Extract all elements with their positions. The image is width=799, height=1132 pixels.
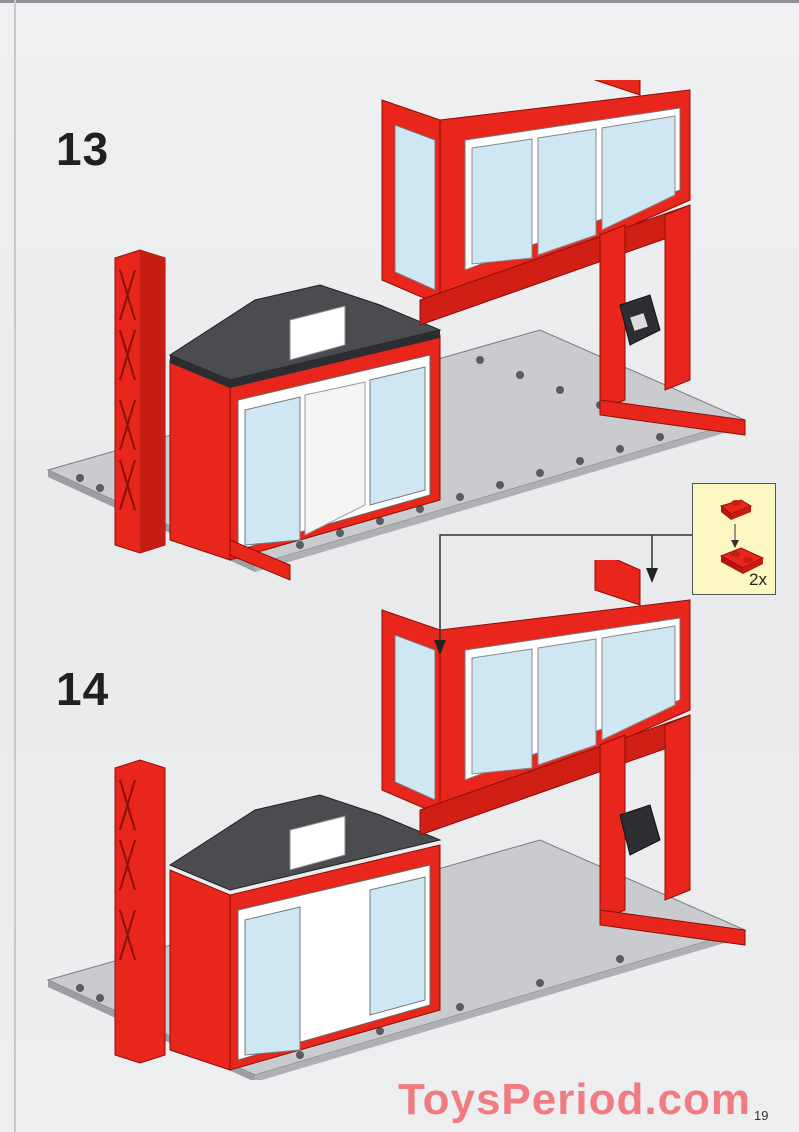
red-beam-front xyxy=(599,399,746,436)
step-14-model-illustration xyxy=(46,560,747,1080)
step-13-model-illustration xyxy=(46,80,747,581)
parts-callout-box: 2x xyxy=(692,483,776,595)
ground-building xyxy=(168,284,442,581)
page-top-edge xyxy=(0,0,799,3)
step-number-14: 14 xyxy=(56,663,110,715)
red-plate-parts-icon xyxy=(719,499,765,574)
watermark-text: ToysPeriod.com xyxy=(398,1075,752,1124)
upper-window-frame xyxy=(381,80,691,411)
telephone xyxy=(619,294,661,346)
page-spine-line xyxy=(14,0,16,1132)
step-number-13: 13 xyxy=(56,123,110,175)
lattice-pillar xyxy=(114,249,166,554)
quantity-label: 2x xyxy=(749,570,767,589)
page-number: 19 xyxy=(754,1108,769,1123)
